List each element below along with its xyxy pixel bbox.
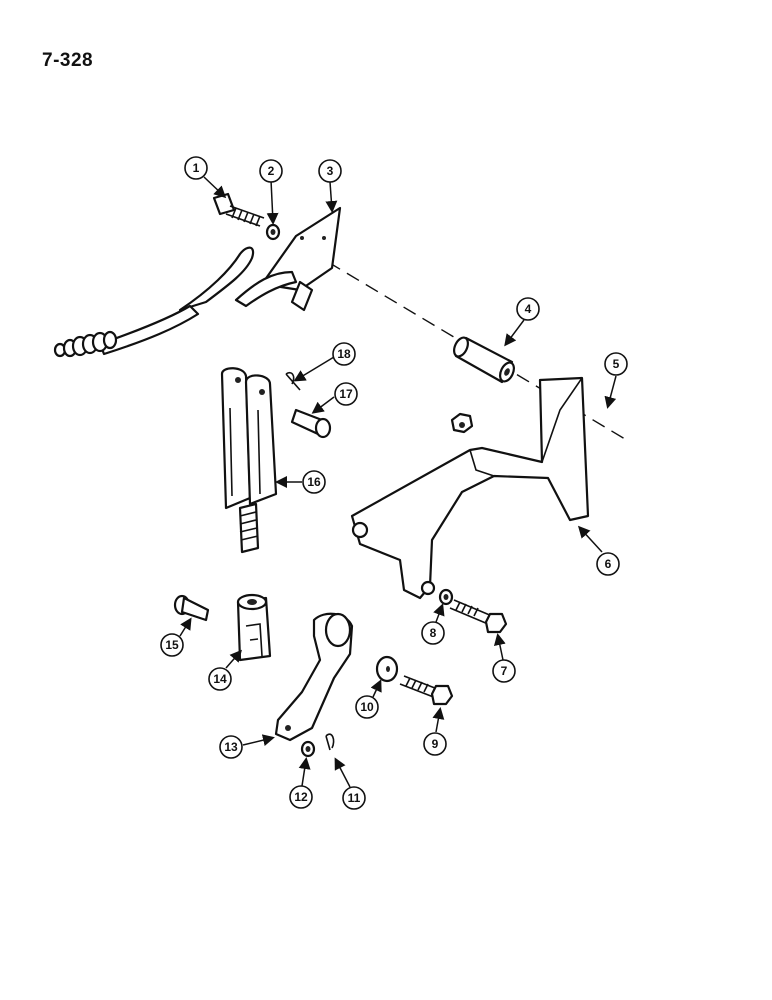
svg-text:13: 13 (224, 740, 238, 754)
svg-text:14: 14 (213, 672, 227, 686)
washer-part-10 (375, 655, 399, 683)
pin-part-15 (173, 594, 210, 622)
svg-text:9: 9 (432, 737, 439, 751)
callout-leaders (179, 176, 617, 788)
svg-text:18: 18 (337, 347, 351, 361)
callout-15: 15 (160, 633, 184, 657)
callout-3: 3 (318, 159, 342, 183)
brake-lever-part-3 (53, 206, 342, 358)
svg-text:3: 3 (327, 164, 334, 178)
svg-text:16: 16 (307, 475, 321, 489)
washer-part-8 (438, 588, 454, 606)
bracket-part-6 (350, 376, 590, 600)
bolt-part-7 (449, 599, 508, 634)
svg-text:17: 17 (339, 387, 353, 401)
callout-8: 8 (421, 621, 445, 645)
callout-7: 7 (492, 659, 516, 683)
svg-text:5: 5 (613, 357, 620, 371)
svg-text:7: 7 (501, 664, 508, 678)
callout-4: 4 (516, 297, 540, 321)
svg-text:6: 6 (605, 557, 612, 571)
callout-2: 2 (259, 159, 283, 183)
clevis-part-14 (236, 593, 272, 662)
washer-part-12 (300, 740, 316, 758)
callout-18: 18 (332, 342, 356, 366)
callout-14: 14 (208, 667, 232, 691)
bolt-part-1 (212, 192, 265, 227)
page-reference: 7-328 (42, 50, 94, 71)
svg-text:2: 2 (268, 164, 275, 178)
cotter-pin-part-11 (325, 733, 335, 751)
svg-text:4: 4 (525, 302, 532, 316)
callout-10: 10 (355, 695, 379, 719)
callout-13: 13 (219, 735, 243, 759)
callout-16: 16 (302, 470, 326, 494)
lever-arm-part-13 (274, 612, 354, 742)
pin-part-17 (290, 408, 332, 439)
callout-1: 1 (184, 156, 208, 180)
callout-9: 9 (423, 732, 447, 756)
callout-11: 11 (342, 786, 366, 810)
svg-text:11: 11 (348, 791, 361, 805)
bolt-part-9 (399, 675, 454, 706)
clevis-fork-part-16 (220, 367, 278, 554)
cable-spring (53, 330, 118, 358)
callout-12: 12 (289, 785, 313, 809)
svg-text:12: 12 (294, 790, 308, 804)
svg-text:15: 15 (165, 638, 179, 652)
sleeve-part-4 (453, 336, 515, 384)
svg-text:10: 10 (360, 700, 374, 714)
svg-text:1: 1 (193, 161, 200, 175)
cotter-pin-part-18 (285, 371, 301, 391)
callout-6: 6 (596, 552, 620, 576)
nut-part-5 (450, 412, 474, 434)
callout-5: 5 (604, 352, 628, 376)
washer-part-2 (265, 223, 281, 241)
callout-17: 17 (334, 382, 358, 406)
svg-text:8: 8 (430, 626, 437, 640)
